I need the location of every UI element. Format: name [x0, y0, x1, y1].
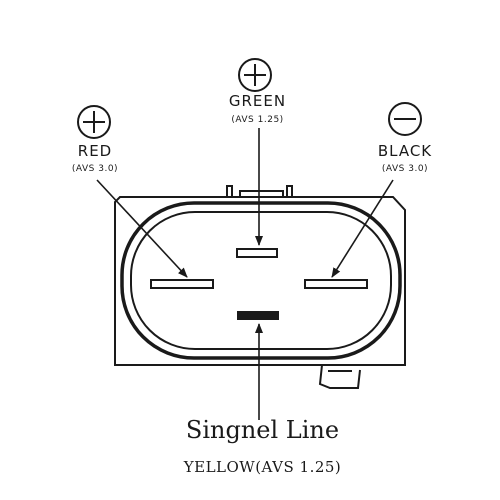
pin-signal: [237, 311, 279, 320]
signal-line-title: Singnel Line: [185, 416, 340, 444]
red-leader-arrow: [96, 179, 188, 278]
black-wire-spec: (AVS 3.0): [381, 164, 429, 174]
red-wire-spec: (AVS 3.0): [71, 164, 119, 174]
green-plus-symbol: [238, 58, 272, 92]
black-minus-symbol: [388, 102, 422, 136]
pin-red: [150, 279, 214, 289]
pin-black: [304, 279, 368, 289]
red-plus-symbol: [77, 105, 111, 139]
pin-green: [236, 248, 278, 258]
black-leader-arrow: [331, 179, 394, 278]
green-wire-spec: (AVS 1.25): [231, 115, 284, 125]
red-wire-label: RED: [77, 142, 113, 160]
black-wire-label: BLACK: [377, 142, 433, 160]
signal-line-spec: YELLOW(AVS 1.25): [183, 458, 342, 476]
green-wire-label: GREEN: [228, 92, 287, 110]
connector-housing: [114, 185, 406, 389]
